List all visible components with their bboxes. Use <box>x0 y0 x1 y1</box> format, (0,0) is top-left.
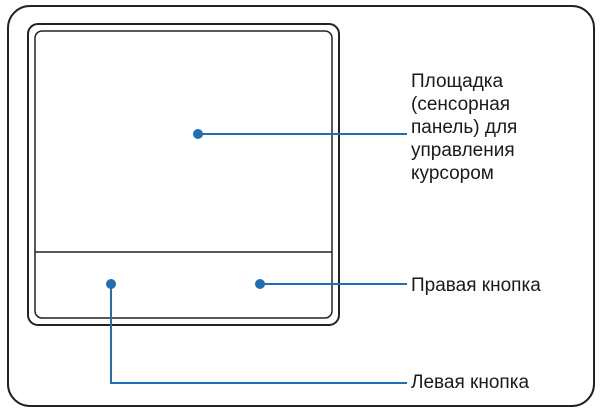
touchpad-label-line: (сенсорная <box>411 94 511 115</box>
touchpad-label-line: панель) для <box>411 117 518 138</box>
touchpad-leader-dot <box>193 129 203 139</box>
touchpad-label-line: управления <box>411 140 515 161</box>
touchpad-outer-border <box>27 23 340 326</box>
touchpad-label-line: Площадка <box>411 71 504 92</box>
touchpad-label-line: курсором <box>411 163 494 184</box>
left-button-leader-dot <box>106 279 116 289</box>
touchpad-label: Площадка (сенсорная панель) для управлен… <box>411 70 591 185</box>
right-button-leader-dot <box>255 279 265 289</box>
laptop-frame <box>7 5 595 407</box>
left-button-leader-line <box>110 284 407 384</box>
touchpad-inner-border <box>34 30 333 319</box>
left-button-label: Левая кнопка <box>411 372 530 393</box>
right-button-label: Правая кнопка <box>411 275 541 296</box>
